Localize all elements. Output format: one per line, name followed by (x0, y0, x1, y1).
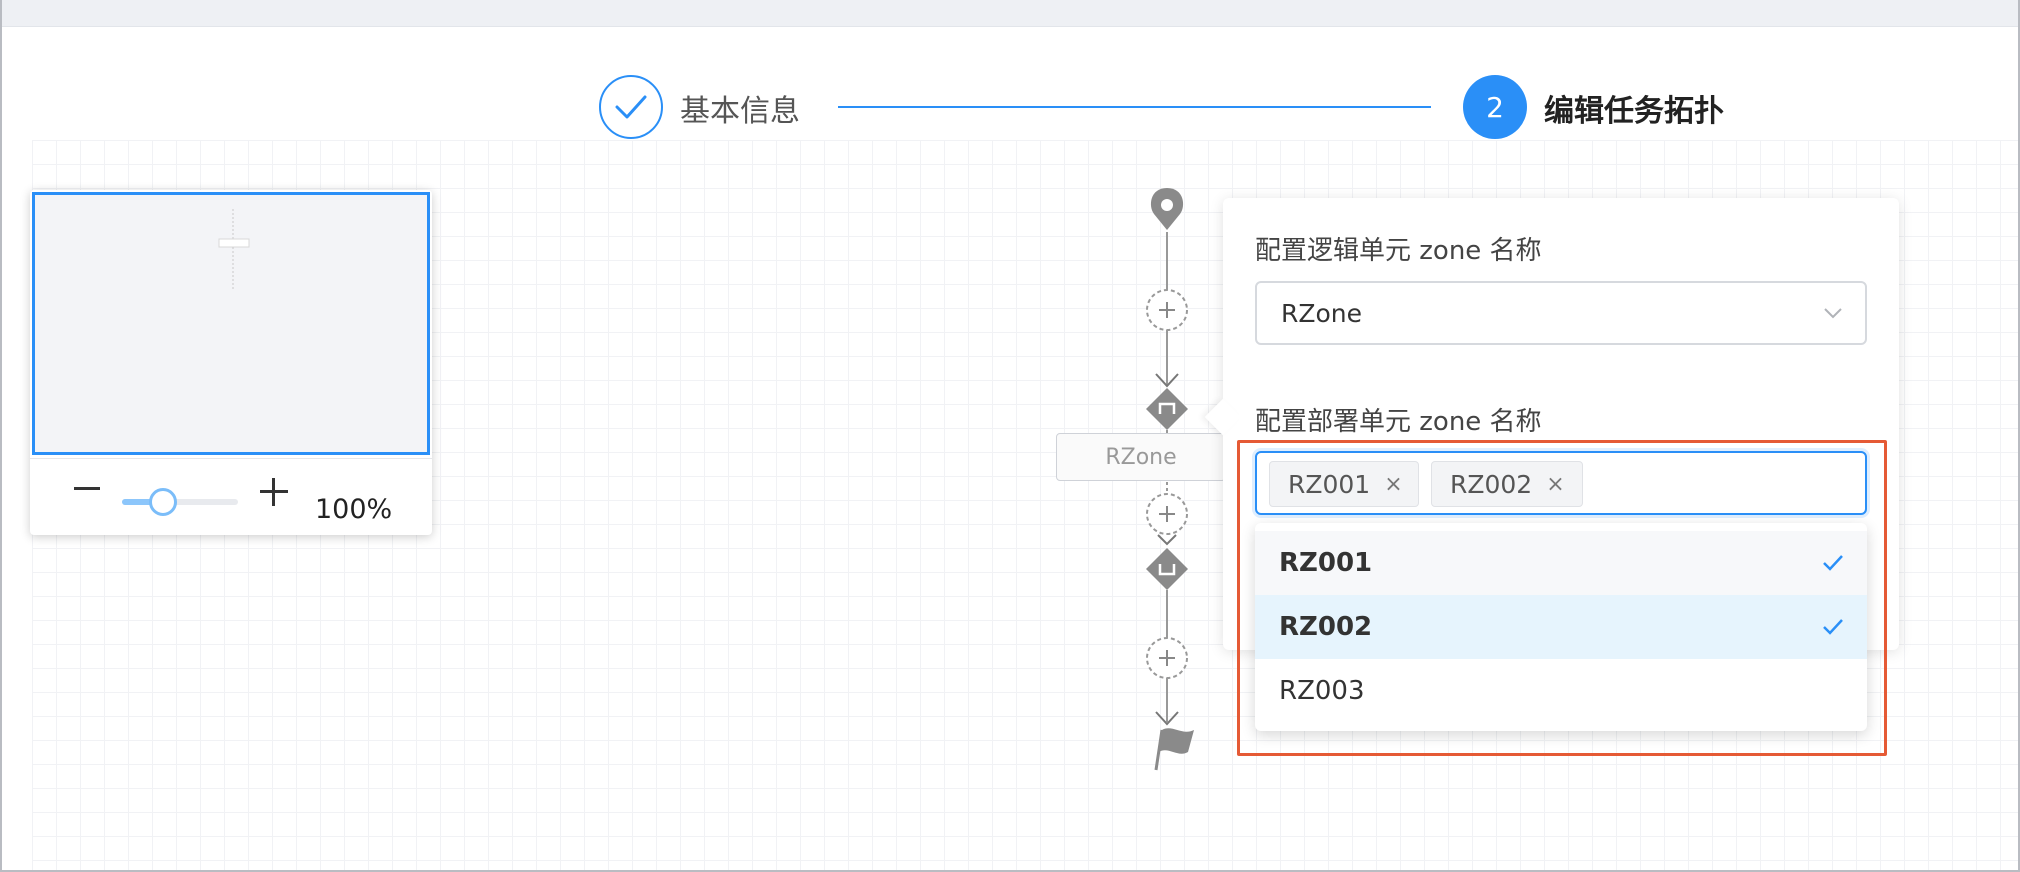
deploy-zone-dropdown: RZ001 RZ002 RZ003 (1255, 523, 1867, 731)
dropdown-option[interactable]: RZ002 (1255, 595, 1867, 659)
zoom-slider-handle[interactable] (149, 488, 177, 516)
step-1-label[interactable]: 基本信息 (680, 94, 800, 129)
tag-remove-icon[interactable]: × (1384, 471, 1403, 497)
zoom-level: 100% (315, 494, 393, 525)
step-connector (838, 106, 1431, 108)
step-2-number[interactable]: 2 (1463, 75, 1527, 139)
top-bar (2, 0, 2018, 27)
end-flag-icon[interactable] (1154, 728, 1194, 771)
option-label: RZ001 (1279, 548, 1373, 578)
minimap-divider (30, 458, 432, 459)
minimap-preview-graph (218, 209, 250, 289)
step-1-done-indicator[interactable] (599, 75, 663, 139)
add-node-icon[interactable] (1146, 493, 1188, 535)
zoom-slider-track[interactable] (122, 499, 238, 505)
check-icon (1823, 555, 1843, 571)
split-diamond-icon[interactable] (1146, 388, 1188, 430)
check-icon (615, 95, 647, 119)
deploy-zone-label: 配置部署单元 zone 名称 (1255, 407, 1542, 437)
check-icon (1823, 619, 1843, 635)
tag-remove-icon[interactable]: × (1546, 471, 1565, 497)
logical-zone-label: 配置逻辑单元 zone 名称 (1255, 236, 1542, 266)
add-node-icon[interactable] (1146, 637, 1188, 679)
option-label: RZ003 (1279, 676, 1365, 706)
minimap (30, 190, 432, 535)
tag-label: RZ002 (1450, 469, 1533, 499)
tag-label: RZ001 (1288, 469, 1371, 499)
zoom-slider-fill (122, 499, 163, 505)
selected-tag: RZ001 × (1269, 461, 1419, 507)
rzone-node[interactable]: RZone (1056, 433, 1226, 481)
start-pin-icon[interactable] (1150, 188, 1184, 230)
option-label: RZ002 (1279, 612, 1373, 642)
minimap-viewport[interactable] (32, 192, 430, 455)
zoom-out-button[interactable] (74, 487, 100, 490)
add-node-icon[interactable] (1146, 289, 1188, 331)
logical-zone-value: RZone (1281, 299, 1363, 328)
dropdown-option[interactable]: RZ001 (1255, 531, 1867, 595)
step-2-label[interactable]: 编辑任务拓扑 (1544, 94, 1724, 129)
logical-zone-select[interactable]: RZone (1255, 281, 1867, 345)
zoom-in-button[interactable] (260, 478, 288, 506)
chevron-down-icon (1824, 308, 1842, 319)
dropdown-option[interactable]: RZ003 (1255, 659, 1867, 723)
deploy-zone-multiselect[interactable]: RZ001 × RZ002 × (1255, 451, 1867, 515)
merge-diamond-icon[interactable] (1146, 548, 1188, 590)
selected-tag: RZ002 × (1431, 461, 1583, 507)
